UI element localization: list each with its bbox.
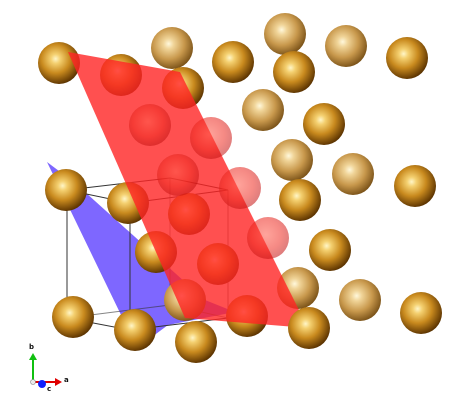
atom-sphere [273, 51, 315, 93]
atom-sphere [400, 292, 442, 334]
atom-sphere [212, 41, 254, 83]
atom-sphere [264, 13, 306, 55]
atom-sphere [303, 103, 345, 145]
atom-sphere [279, 179, 321, 221]
atom-sphere [271, 139, 313, 181]
atom-sphere [151, 27, 193, 69]
atom-sphere [129, 104, 171, 146]
atom-sphere [52, 296, 94, 338]
atom-sphere [219, 167, 261, 209]
axis-a-label: a [64, 376, 69, 384]
axis-c-marker [38, 380, 46, 388]
axis-c-label: c [47, 385, 51, 393]
atom-sphere [157, 154, 199, 196]
atom-sphere [175, 321, 217, 363]
axis-b-label: b [29, 343, 34, 351]
atom-sphere [190, 117, 232, 159]
atom-sphere [242, 89, 284, 131]
atom-sphere [247, 217, 289, 259]
atom-sphere [386, 37, 428, 79]
axis-origin [30, 379, 36, 385]
atoms-back-layer [151, 13, 442, 334]
atom-sphere [114, 309, 156, 351]
atom-sphere [394, 165, 436, 207]
axis-triad: b a c [29, 343, 69, 393]
atom-sphere [288, 307, 330, 349]
axis-a-arrowhead [55, 378, 62, 386]
atom-sphere [309, 229, 351, 271]
axis-b-arrowhead [29, 353, 37, 360]
atom-sphere [45, 169, 87, 211]
atom-sphere [325, 25, 367, 67]
atom-sphere [332, 153, 374, 195]
atom-sphere [339, 279, 381, 321]
atoms-front-layer [129, 104, 330, 349]
